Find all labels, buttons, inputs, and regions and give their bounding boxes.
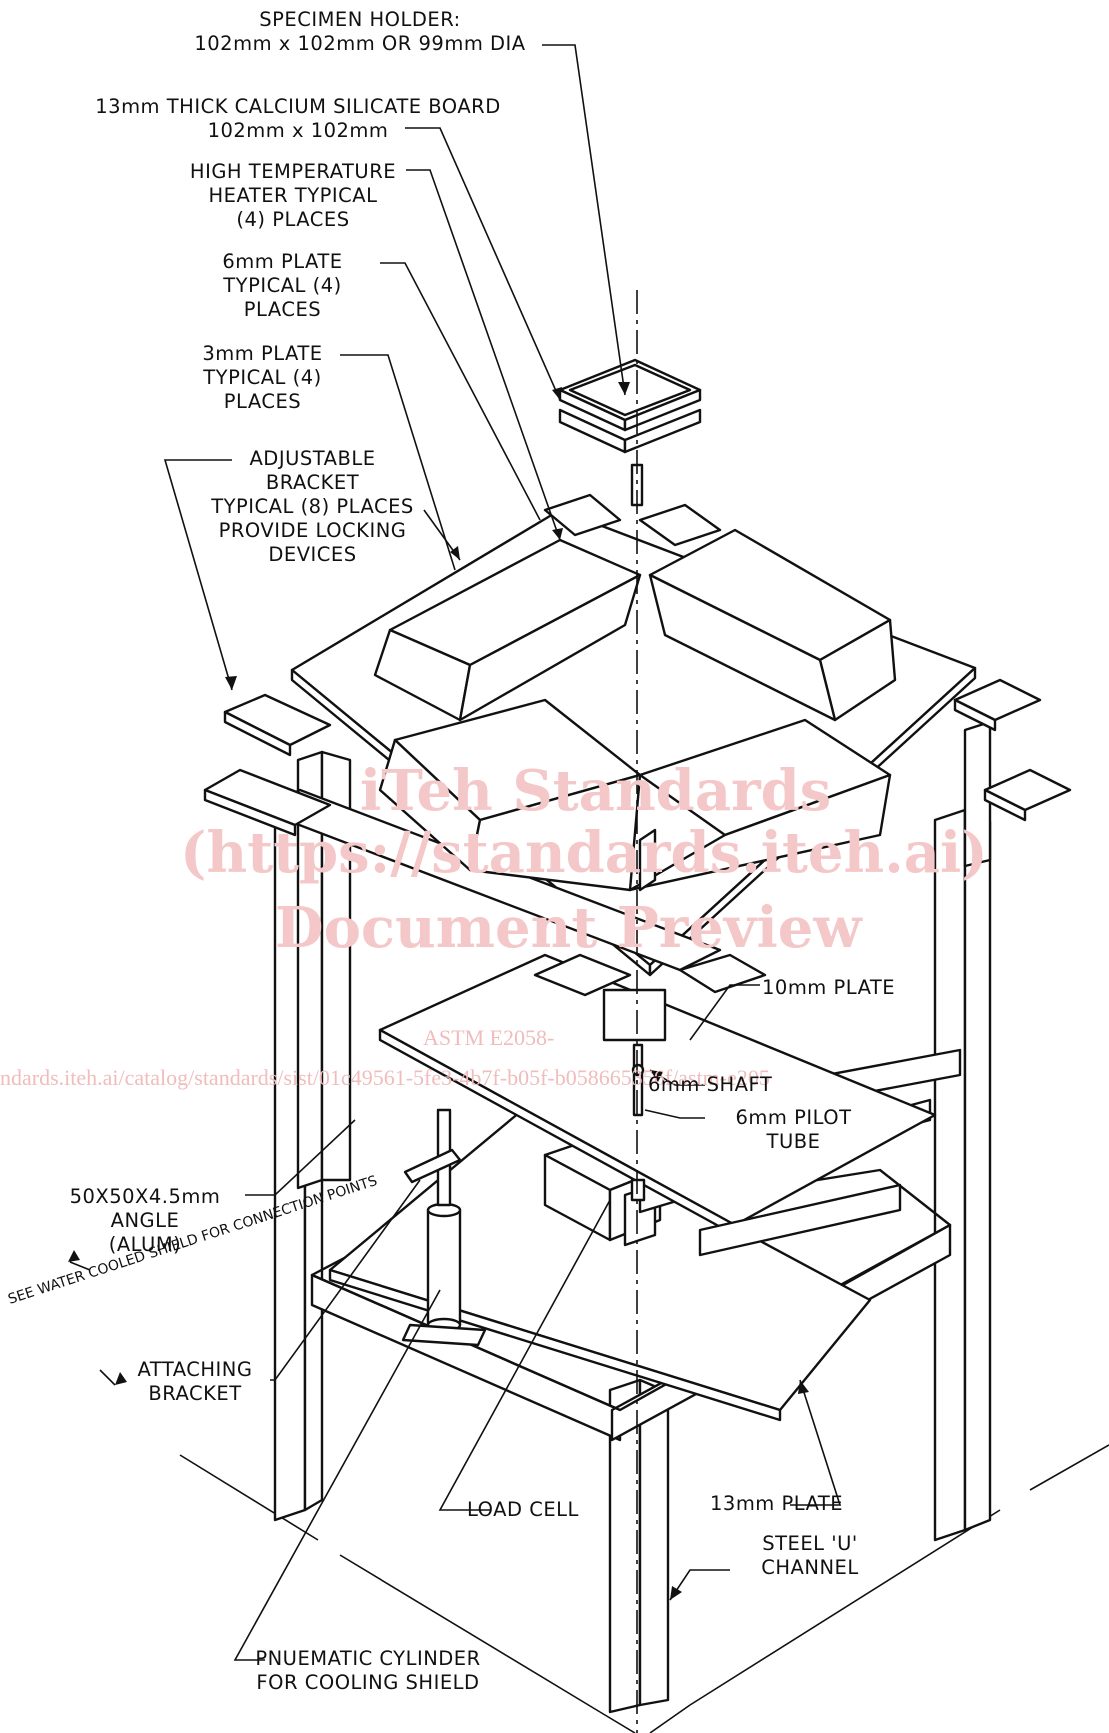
watermark-line-4: ASTM E2058- — [423, 1025, 555, 1050]
shaft-drawing — [602, 988, 667, 1202]
bracket-drawings — [203, 493, 1072, 997]
label-heater: HIGH TEMPERATURE HEATER TYPICAL (4) PLAC… — [189, 160, 397, 231]
specimen-holder-drawing — [558, 358, 702, 507]
plate-10mm-drawing — [378, 953, 937, 1257]
label-load-cell: LOAD CELL — [467, 1498, 579, 1521]
label-6mm-shaft: 6mm SHAFT — [648, 1073, 773, 1096]
arrowheads — [68, 382, 809, 1600]
watermark-url: ndards.iteh.ai/catalog/standards/sist/01… — [0, 1065, 770, 1090]
label-attaching-bracket: ATTACHING BRACKET — [137, 1358, 253, 1405]
label-10mm-plate: 10mm PLATE — [762, 976, 896, 999]
label-calcium-silicate-board: 13mm THICK CALCIUM SILICATE BOARD 102mm … — [95, 95, 501, 142]
legs — [273, 720, 992, 1714]
floor-lines — [179, 1444, 1109, 1733]
label-angle: 50X50X4.5mm ANGLE (ALUM) — [69, 1185, 221, 1256]
heater-drawings — [373, 528, 897, 892]
label-pilot-tube: 6mm PILOT TUBE — [735, 1106, 852, 1153]
label-specimen-holder: SPECIMEN HOLDER: 102mm x 102mm OR 99mm D… — [194, 8, 526, 55]
label-3mm-plate: 3mm PLATE TYPICAL (4) PLACES — [202, 342, 323, 413]
note-arrows — [69, 1261, 116, 1386]
label-6mm-plate: 6mm PLATE TYPICAL (4) PLACES — [222, 250, 343, 321]
watermark-line-3: Document Preview — [275, 895, 862, 961]
label-steel-u-channel: STEEL 'U' CHANNEL — [761, 1532, 859, 1579]
label-adjustable-bracket: ADJUSTABLE BRACKET TYPICAL (8) PLACES PR… — [211, 447, 414, 566]
watermark-line-1: iTeh Standards — [360, 758, 832, 824]
label-pneumatic-cylinder: PNUEMATIC CYLINDER FOR COOLING SHIELD — [255, 1647, 481, 1694]
watermark-line-2: (https://standards.iteh.ai) — [180, 820, 988, 886]
label-13mm-plate: 13mm PLATE — [710, 1492, 844, 1515]
leader-lines — [163, 44, 842, 1661]
